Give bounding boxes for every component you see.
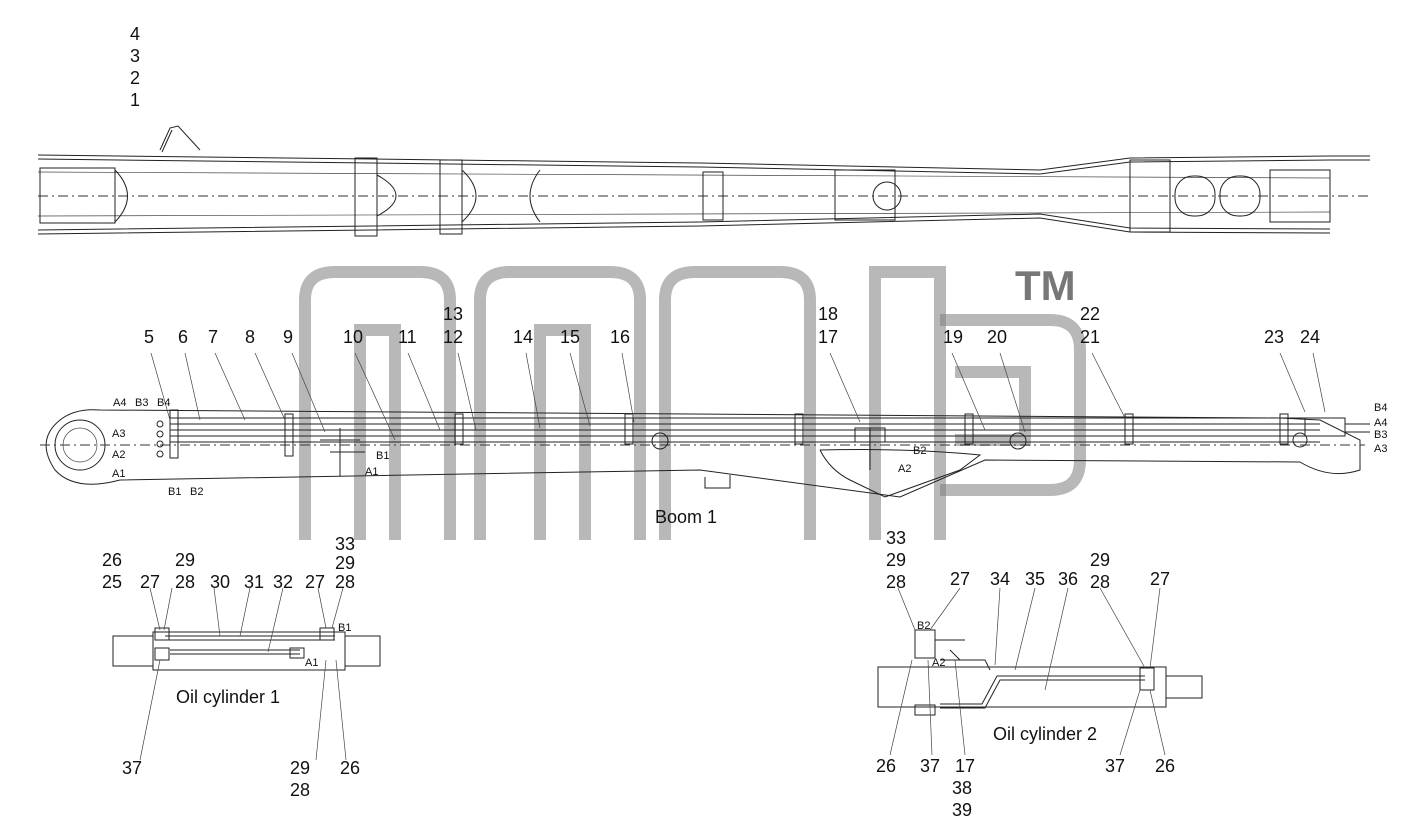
port-label: B3	[1374, 429, 1387, 441]
port-label: B4	[1374, 402, 1387, 414]
callout: 28	[290, 780, 310, 800]
callout: 37	[1105, 756, 1125, 776]
callouts-boom: 5 6 7 8 9 10 11 13 12 14 15 16 18 17 19 …	[144, 304, 1320, 347]
callout: 8	[245, 327, 255, 347]
callout: 21	[1080, 327, 1100, 347]
port-label: A1	[365, 466, 378, 478]
callout: 10	[343, 327, 363, 347]
callout: 27	[140, 572, 160, 592]
port-label: A2	[898, 463, 911, 475]
callout: 37	[920, 756, 940, 776]
callout: 13	[443, 304, 463, 324]
port-label: B1	[168, 486, 181, 498]
callout: 23	[1264, 327, 1284, 347]
oil-cylinder-1	[112, 587, 381, 761]
callout: 17	[818, 327, 838, 347]
port-label: A4	[1374, 417, 1387, 429]
callout: 39	[952, 800, 972, 820]
callout: 37	[122, 758, 142, 778]
port-label: A1	[112, 468, 125, 480]
callout: 20	[987, 327, 1007, 347]
callout: 29	[175, 550, 195, 570]
callout: 35	[1025, 569, 1045, 589]
port-label: B2	[917, 620, 930, 632]
callout: 38	[952, 778, 972, 798]
callout: 9	[283, 327, 293, 347]
callout: 28	[175, 572, 195, 592]
boom-top-view	[37, 125, 1370, 237]
callout: 26	[102, 550, 122, 570]
callout: 19	[943, 327, 963, 347]
callout: 1	[130, 90, 140, 110]
boom-side-view	[40, 352, 1370, 498]
port-label: B1	[376, 450, 389, 462]
callout: 12	[443, 327, 463, 347]
callout: 14	[513, 327, 533, 347]
cyl1-title: Oil cylinder 1	[176, 687, 280, 707]
callout: 36	[1058, 569, 1078, 589]
callout: 28	[1090, 572, 1110, 592]
port-label: A3	[1374, 443, 1387, 455]
port-label: A4	[113, 397, 126, 409]
watermark-logo	[299, 266, 1086, 540]
callout: 27	[305, 572, 325, 592]
callout: 7	[208, 327, 218, 347]
port-label: B4	[157, 397, 170, 409]
callout: 24	[1300, 327, 1320, 347]
watermark-tm: TM	[1015, 262, 1076, 309]
callout: 30	[210, 572, 230, 592]
callout: 26	[876, 756, 896, 776]
oil-cylinder-2	[877, 587, 1203, 756]
callout: 29	[1090, 550, 1110, 570]
port-label: A2	[112, 449, 125, 461]
callout: 29	[290, 758, 310, 778]
callout: 3	[130, 46, 140, 66]
port-label: B1	[338, 622, 351, 634]
callout: 28	[335, 572, 355, 592]
callout: 25	[102, 572, 122, 592]
callouts-top: 4 3 2 1	[130, 24, 140, 110]
callout: 28	[886, 572, 906, 592]
callout: 33	[886, 528, 906, 548]
callout: 2	[130, 68, 140, 88]
boom-title: Boom 1	[655, 507, 717, 527]
callout: 26	[1155, 756, 1175, 776]
callout: 4	[130, 24, 140, 44]
callout: 29	[335, 553, 355, 573]
callout: 27	[950, 569, 970, 589]
callouts-cyl2: 33 29 28 27 34 35 36 29 28 27 26 37 17 3…	[876, 528, 1175, 820]
callout: 5	[144, 327, 154, 347]
callouts-cyl1: 26 25 27 29 28 30 31 32 27 33 29 28 37 2…	[102, 534, 360, 800]
cyl2-title: Oil cylinder 2	[993, 724, 1097, 744]
port-label: A1	[305, 657, 318, 669]
port-label: B2	[190, 486, 203, 498]
port-label: B2	[913, 445, 926, 457]
callout: 16	[610, 327, 630, 347]
callout: 6	[178, 327, 188, 347]
callout: 29	[886, 550, 906, 570]
callout: 15	[560, 327, 580, 347]
callout: 18	[818, 304, 838, 324]
port-label: A2	[932, 657, 945, 669]
port-label: A3	[112, 428, 125, 440]
callout: 27	[1150, 569, 1170, 589]
callout: 22	[1080, 304, 1100, 324]
callout: 11	[398, 327, 417, 347]
callout: 32	[273, 572, 293, 592]
callout: 17	[955, 756, 975, 776]
callout: 33	[335, 534, 355, 554]
ports-boom: A4 B3 B4 A3 A2 A1 B1 B2 B1 A1 B2 A2 B4 A…	[112, 397, 1387, 498]
callout: 26	[340, 758, 360, 778]
callout: 31	[244, 572, 264, 592]
port-label: B3	[135, 397, 148, 409]
callout: 34	[990, 569, 1010, 589]
